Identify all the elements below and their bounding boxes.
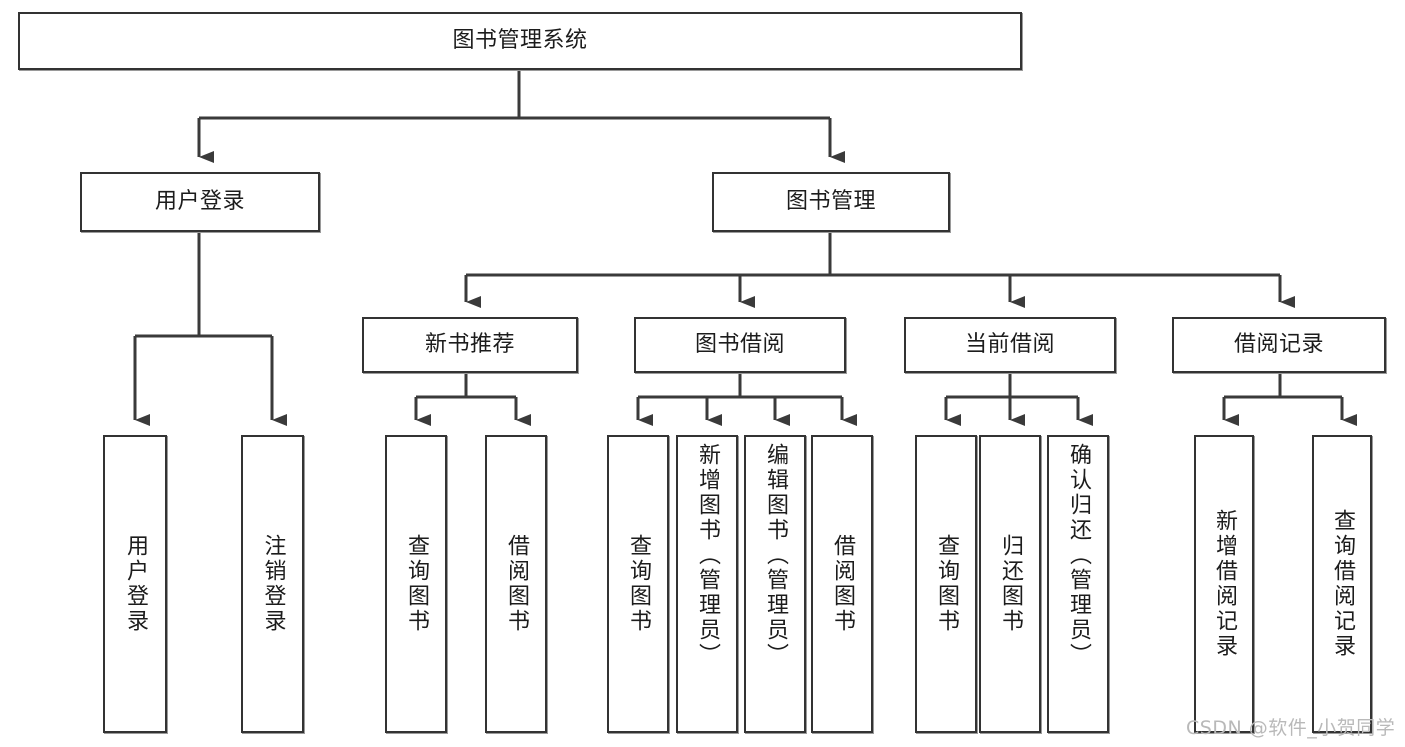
leaf-logout[interactable]: 注销登录: [241, 435, 304, 733]
leaf-borrow-edit-book-admin-label: 编辑图书（管理员）: [763, 443, 788, 668]
leaf-user-login-label: 用户登录: [123, 534, 148, 634]
leaf-borrow-query-books[interactable]: 查询图书: [607, 435, 669, 733]
node-new-book-recommend-label: 新书推荐: [424, 332, 515, 358]
node-borrow-record-label: 借阅记录: [1233, 332, 1324, 358]
leaf-newbook-query-books[interactable]: 查询图书: [385, 435, 447, 733]
leaf-current-return-books[interactable]: 归还图书: [979, 435, 1041, 733]
leaf-borrow-edit-book-admin[interactable]: 编辑图书（管理员）: [744, 435, 806, 733]
node-user-login-label: 用户登录: [154, 189, 245, 215]
leaf-borrow-add-book-admin[interactable]: 新增图书（管理员）: [676, 435, 738, 733]
leaf-borrow-add-book-admin-label: 新增图书（管理员）: [695, 443, 720, 668]
leaf-newbook-borrow-books-label: 借阅图书: [504, 534, 529, 634]
node-borrow-record[interactable]: 借阅记录: [1172, 317, 1386, 373]
node-user-login[interactable]: 用户登录: [80, 172, 320, 232]
leaf-newbook-query-books-label: 查询图书: [404, 534, 429, 634]
node-root[interactable]: 图书管理系统: [18, 12, 1022, 70]
leaf-newbook-borrow-books[interactable]: 借阅图书: [485, 435, 547, 733]
leaf-logout-label: 注销登录: [260, 534, 286, 634]
leaf-record-add-record[interactable]: 新增借阅记录: [1194, 435, 1254, 733]
csdn-watermark: CSDN @软件_小贺同学: [1186, 717, 1396, 739]
leaf-current-query-books-label: 查询图书: [934, 534, 959, 634]
node-new-book-recommend[interactable]: 新书推荐: [362, 317, 578, 373]
leaf-record-query-record[interactable]: 查询借阅记录: [1312, 435, 1372, 733]
leaf-borrow-borrow-books[interactable]: 借阅图书: [811, 435, 873, 733]
node-book-borrow[interactable]: 图书借阅: [634, 317, 846, 373]
leaf-current-return-books-label: 归还图书: [998, 534, 1023, 634]
leaf-current-confirm-return-admin-label: 确认归还（管理员）: [1066, 443, 1091, 668]
leaf-current-query-books[interactable]: 查询图书: [915, 435, 977, 733]
leaf-user-login[interactable]: 用户登录: [103, 435, 167, 733]
leaf-borrow-query-books-label: 查询图书: [626, 534, 651, 634]
node-book-management[interactable]: 图书管理: [712, 172, 950, 232]
node-root-label: 图书管理系统: [452, 28, 588, 54]
node-current-borrow-label: 当前借阅: [964, 332, 1055, 358]
leaf-record-add-record-label: 新增借阅记录: [1212, 509, 1237, 659]
leaf-borrow-borrow-books-label: 借阅图书: [830, 534, 855, 634]
leaf-record-query-record-label: 查询借阅记录: [1330, 509, 1355, 659]
node-book-borrow-label: 图书借阅: [694, 332, 785, 358]
leaf-current-confirm-return-admin[interactable]: 确认归还（管理员）: [1047, 435, 1109, 733]
node-current-borrow[interactable]: 当前借阅: [904, 317, 1116, 373]
node-book-management-label: 图书管理: [785, 189, 876, 215]
